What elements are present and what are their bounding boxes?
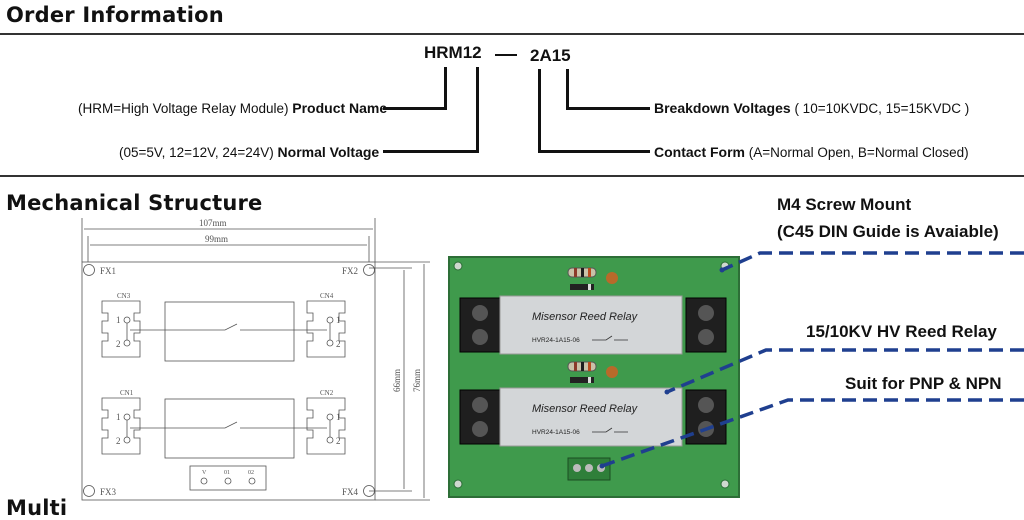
contact-form-row: Contact Form (A=Normal Open, B=Normal Cl… — [654, 144, 969, 160]
product-name-note: (HRM=High Voltage Relay Module) — [78, 101, 289, 116]
section-rule-2 — [0, 175, 1024, 177]
reed-relay-1 — [499, 295, 683, 355]
board-outline — [81, 261, 376, 501]
contact-line-v — [538, 69, 541, 153]
pin-2: 2 — [336, 339, 341, 349]
model-code: HRM12 — [424, 43, 482, 62]
product-line-h — [383, 107, 447, 110]
mechanical-structure-title: Mechanical Structure — [6, 191, 263, 215]
breakdown-line-v — [566, 69, 569, 110]
mount-hole — [453, 479, 463, 489]
relay-brand-1: Misensor Reed Relay — [532, 311, 639, 323]
product-name-label: Product Name — [292, 100, 388, 116]
model-suffix: 2A15 — [530, 46, 571, 65]
mount-hole — [453, 261, 463, 271]
conn-cn4: CN4 — [320, 292, 334, 300]
product-line-v — [444, 67, 447, 110]
breakdown-line-h — [566, 107, 650, 110]
mechanical-drawing: 107mm 99mm FX1 FX2 FX3 FX4 CN3 CN4 CN1 C… — [81, 218, 430, 501]
conn-cn3: CN3 — [117, 292, 131, 300]
breakdown-row: Breakdown Voltages ( 10=10KVDC, 15=15KVD… — [654, 100, 969, 116]
order-information-title: Order Information — [6, 3, 224, 27]
led — [606, 366, 618, 378]
relay-brand-2: Misensor Reed Relay — [532, 403, 639, 415]
relay-part-2: HVR24-1A15-06 — [532, 429, 580, 436]
normal-voltage-label: Normal Voltage — [277, 144, 380, 160]
conn-cn2: CN2 — [320, 389, 334, 397]
hole-fx1: FX1 — [100, 266, 116, 276]
conn-cn1: CN1 — [120, 389, 134, 397]
term-02: 02 — [248, 470, 254, 476]
reed-relay-2 — [499, 387, 683, 447]
contact-form-note: (A=Normal Open, B=Normal Closed) — [748, 145, 969, 160]
product-name-row: (HRM=High Voltage Relay Module) Product … — [78, 100, 387, 116]
screw-leader — [721, 251, 1024, 272]
diode — [570, 284, 594, 290]
pin-2: 2 — [116, 436, 121, 446]
hole-fx2: FX2 — [342, 266, 358, 276]
voltage-line-h — [383, 150, 479, 153]
pcb-photo: Misensor Reed Relay HVR24-1A15-06 Misens… — [448, 256, 740, 498]
dim-66: 66mm — [392, 369, 402, 392]
contact-line-h — [538, 150, 650, 153]
dim-107: 107mm — [199, 218, 227, 228]
mount-hole — [720, 479, 730, 489]
pin-2: 2 — [116, 339, 121, 349]
breakdown-label: Breakdown Voltages — [654, 100, 791, 116]
pin-1: 1 — [116, 412, 121, 422]
code-dash — [495, 54, 517, 56]
term-v: V — [202, 470, 207, 476]
hole-fx3: FX3 — [100, 487, 117, 497]
voltage-line-v — [476, 67, 479, 153]
reed-leader — [666, 348, 1024, 394]
pnp-leader — [601, 398, 1024, 468]
pin-1: 1 — [336, 412, 341, 422]
section-rule — [0, 33, 1024, 35]
callout-lines — [599, 251, 1024, 469]
normal-voltage-row: (05=5V, 12=12V, 24=24V) Normal Voltage — [119, 144, 379, 160]
callout-reed-relay: 15/10KV HV Reed Relay — [806, 322, 997, 341]
callout-screw-mount: M4 Screw Mount — [777, 195, 912, 214]
pin-1: 1 — [336, 315, 341, 325]
normal-voltage-note: (05=5V, 12=12V, 24=24V) — [119, 145, 274, 160]
hole-fx4: FX4 — [342, 487, 359, 497]
relay-part-1: HVR24-1A15-06 — [532, 337, 580, 344]
dim-99: 99mm — [205, 234, 228, 244]
pin-2: 2 — [336, 436, 341, 446]
term-01: 01 — [224, 470, 230, 476]
callout-pnp-npn: Suit for PNP & NPN — [845, 374, 1002, 393]
dim-76: 76mm — [412, 369, 422, 392]
callout-din-guide: (C45 DIN Guide is Avaiable) — [777, 222, 999, 241]
breakdown-note: ( 10=10KVDC, 15=15KVDC ) — [794, 101, 970, 116]
contact-form-label: Contact Form — [654, 144, 745, 160]
led — [606, 272, 618, 284]
pin-1: 1 — [116, 315, 121, 325]
diode — [570, 377, 594, 383]
